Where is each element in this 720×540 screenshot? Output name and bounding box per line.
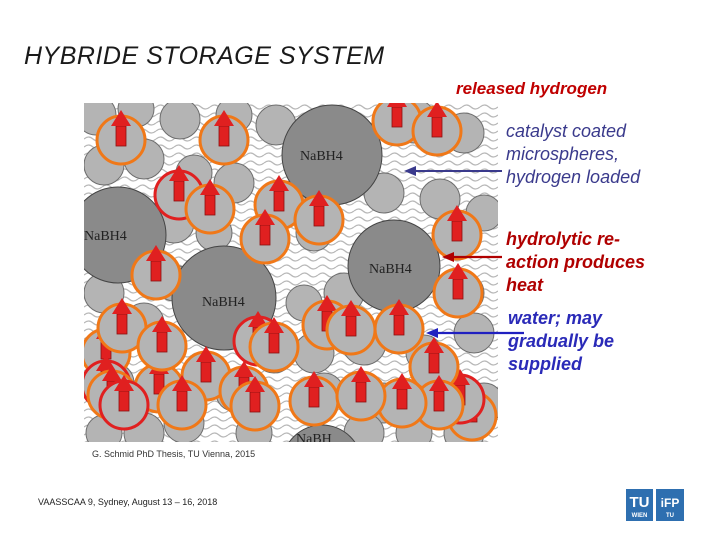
hydrogen-arrow-head [269, 175, 289, 191]
catalyst-microsphere [411, 103, 463, 157]
catalyst-microsphere [184, 179, 236, 235]
hydrogen-arrow-shaft [200, 361, 212, 383]
hydrogen-arrow-head [447, 205, 467, 221]
catalyst-microsphere [136, 316, 188, 372]
catalyst-microsphere [156, 375, 208, 431]
conference-footer: VAASSCAA 9, Sydney, August 13 – 16, 2018 [38, 497, 218, 507]
catalyst-microsphere [248, 317, 300, 373]
hydrogen-arrow-head [196, 346, 216, 362]
hydrogen-arrow-head [429, 375, 449, 391]
hydrogen-arrow-shaft [393, 314, 405, 336]
catalyst-microsphere [95, 110, 147, 166]
hydrogen-arrow-head [102, 365, 122, 381]
hydrogen-arrow-shaft [273, 190, 285, 212]
hydrogen-arrow-shaft [268, 332, 280, 354]
label-water-supply: water; may gradually be supplied [508, 308, 615, 374]
hydrogen-arrow-head [146, 245, 166, 261]
hydrogen-arrow-head [111, 110, 131, 126]
hydrogen-arrow-head [112, 298, 132, 314]
grey-sphere [453, 312, 495, 354]
hydrogen-arrow-head [427, 103, 447, 117]
catalyst-microsphere [293, 190, 345, 246]
hydrogen-arrow-head [309, 190, 329, 206]
hydrogen-arrow-shaft [391, 106, 403, 128]
hydrogen-arrow-head [341, 300, 361, 316]
hydrogen-arrow-head [245, 376, 265, 392]
hydrogen-arrow-shaft [308, 386, 320, 408]
particle-label: NaBH4 [300, 149, 343, 164]
hydrogen-arrow-shaft [259, 224, 271, 246]
hydrogen-arrow-head [264, 317, 284, 333]
hydrogen-arrow-head [152, 316, 172, 332]
hydrogen-arrow-shaft [433, 390, 445, 412]
hydrogen-arrow-shaft [118, 390, 130, 412]
hydrogen-arrow-head [304, 371, 324, 387]
ifp-logo-sub: TU [666, 513, 674, 519]
catalyst-microsphere [229, 376, 281, 432]
hydrogen-arrow-shaft [218, 125, 230, 147]
hydrogen-arrow-shaft [115, 125, 127, 147]
hydrogen-arrow-shaft [345, 315, 357, 337]
hydrogen-arrow-head [248, 311, 268, 327]
hydrogen-arrow-head [392, 373, 412, 389]
hydrogen-arrow-shaft [452, 278, 464, 300]
image-credit: G. Schmid PhD Thesis, TU Vienna, 2015 [92, 449, 256, 459]
hydrogen-arrow-head [448, 263, 468, 279]
hydrogen-arrow-head [200, 179, 220, 195]
hydrogen-arrow-shaft [150, 260, 162, 282]
hydrogen-arrow-head [172, 375, 192, 391]
catalyst-microsphere [335, 366, 387, 422]
hydrogen-arrow-shaft [176, 390, 188, 412]
catalyst-microsphere [325, 300, 377, 356]
catalyst-microsphere [130, 245, 182, 301]
microspheres-group [84, 103, 498, 442]
catalyst-microsphere [376, 373, 428, 429]
grey-sphere [159, 103, 201, 140]
hydrogen-arrow-shaft [156, 331, 168, 353]
hydrogen-arrow-shaft [173, 180, 185, 202]
hydrogen-arrow-head [389, 299, 409, 315]
hydrogen-arrow-head [351, 366, 371, 382]
catalyst-microsphere [198, 110, 250, 166]
hydrogen-arrow-head [214, 110, 234, 126]
catalyst-microsphere [98, 375, 150, 431]
label-catalyst-microspheres: catalyst coated microspheres, hydrogen l… [506, 121, 641, 187]
hydrogen-arrow-head [317, 295, 337, 311]
hydrogen-arrow-shaft [204, 194, 216, 216]
particle-label: NaBH4 [84, 229, 127, 244]
label-released-hydrogen: released hydrogen [456, 79, 608, 98]
hydrogen-arrow-shaft [116, 313, 128, 335]
hydrogen-arrow-shaft [355, 381, 367, 403]
catalyst-microsphere [431, 205, 483, 261]
hydrogen-arrow-shaft [428, 352, 440, 374]
slide-title: HYBRIDE STORAGE SYSTEM [24, 42, 385, 70]
catalyst-microsphere [413, 375, 465, 431]
hydrogen-arrow-head [387, 103, 407, 107]
hydrogen-arrow-shaft [313, 205, 325, 227]
hydrogen-arrow-head [234, 361, 254, 377]
tu-logo-block [626, 489, 653, 521]
hydrogen-arrow-head [255, 209, 275, 225]
ifp-logo-block [656, 489, 684, 521]
catalyst-microsphere [432, 263, 484, 319]
hydrogen-arrow-head [114, 375, 134, 391]
particle-label: NaBH [296, 432, 332, 442]
hydrogen-arrow-shaft [431, 116, 443, 138]
hydrogen-arrow-head [169, 165, 189, 181]
storage-diagram: NaBH4 NaBH4 NaBH4 NaBH4 NaBH [84, 103, 498, 442]
tu-wien-ifp-logo: TU WIEN iFP TU [626, 489, 684, 521]
label-hydrolytic-reaction: hydrolytic re- action produces heat [506, 229, 646, 295]
wien-logo-text: WIEN [632, 513, 648, 519]
particle-label: NaBH4 [202, 295, 245, 310]
hydrogen-arrow-shaft [396, 388, 408, 410]
hydrogen-arrow-head [424, 337, 444, 353]
ifp-logo-text: iFP [661, 496, 680, 510]
catalyst-microsphere [239, 209, 291, 265]
particle-label: NaBH4 [369, 262, 412, 277]
hydrogen-arrow-shaft [249, 391, 261, 413]
tu-logo-text: TU [630, 494, 650, 511]
hydrogen-arrow-shaft [451, 220, 463, 242]
catalyst-microsphere [373, 299, 425, 355]
